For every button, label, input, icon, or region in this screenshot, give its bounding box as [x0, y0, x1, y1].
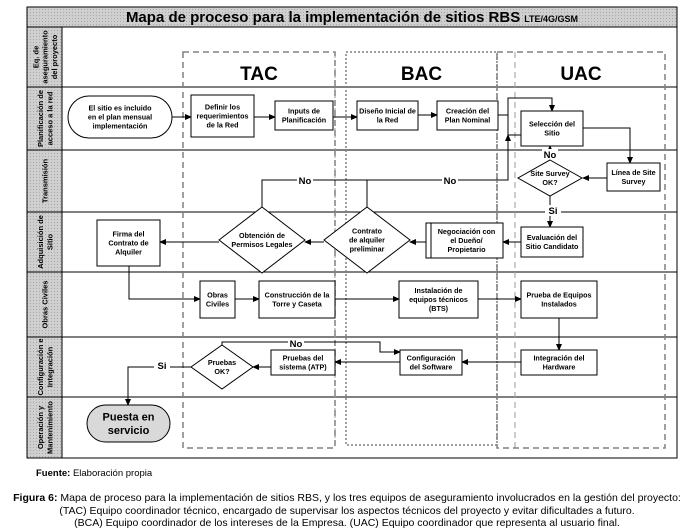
caption-line-3: (BCA) Equipo coordinador de los interese…: [74, 517, 620, 529]
lane-label-trans: Transmisión: [41, 158, 50, 203]
caption-line-1: Figura 6: Mapa de proceso para la implem…: [13, 492, 681, 504]
edge-label-no: No: [290, 339, 303, 350]
source-note: Fuente: Elaboración propia: [36, 468, 153, 479]
lane-label-text: Adquisición deSitio: [36, 215, 54, 269]
edge-label-si: Si: [549, 206, 558, 217]
connector-arrow: [583, 127, 633, 164]
connector-arrow: [366, 134, 511, 207]
lane-label-adq: Adquisición deSitio: [36, 215, 54, 269]
team-label-tac: TAC: [240, 64, 278, 85]
lane-label-text: Obras Civiles: [41, 281, 50, 329]
team-box-tac: [182, 51, 336, 449]
connector-arrow: [221, 341, 401, 355]
connector-arrow: [498, 97, 555, 116]
connector-arrow: [125, 366, 191, 406]
lane-label-text: Operación yMantenimiento: [36, 401, 54, 454]
connector-arrow: [261, 179, 367, 207]
process-map-diagram: Mapa de proceso para la implementación d…: [26, 6, 678, 459]
edge-label-no: No: [444, 176, 457, 187]
team-label-uac: UAC: [560, 64, 601, 85]
lane-label-text: Configuración eIntegración: [36, 338, 54, 395]
lane-label-text: Transmisión: [41, 158, 50, 203]
lane-label-text: Eq. deaseguramientodel proyecto: [31, 30, 59, 84]
lane-label-plan: Planificación deacceso a la red: [36, 90, 54, 147]
lane-label-op: Operación yMantenimiento: [36, 401, 54, 454]
lane-label-column: [26, 26, 63, 459]
lane-label-obras: Obras Civiles: [41, 281, 50, 329]
edge-label-no: No: [544, 150, 557, 161]
caption-line-2: (TAC) Equipo coordinador técnico, encarg…: [59, 504, 635, 517]
edge-label-no: No: [299, 176, 312, 187]
lane-label-conf: Configuración eIntegración: [36, 338, 54, 395]
lane-label-eq: Eq. deaseguramientodel proyecto: [31, 30, 59, 84]
lane-label-text: Planificación deacceso a la red: [36, 90, 54, 147]
figure-caption: Figura 6: Mapa de proceso para la implem…: [0, 492, 694, 530]
team-label-bac: BAC: [401, 64, 442, 85]
connector-arrow: [128, 266, 201, 302]
edge-label-si: Si: [158, 361, 167, 372]
diagram-title: Mapa de proceso para la implementación d…: [126, 9, 578, 26]
